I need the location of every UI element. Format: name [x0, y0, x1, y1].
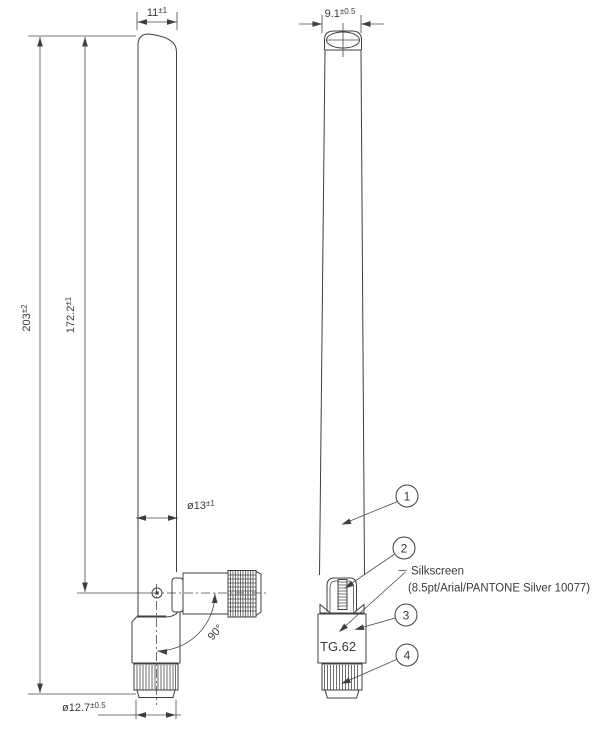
arrowhead	[82, 582, 88, 592]
callout-4-leader	[343, 659, 397, 683]
callout-1: 1	[340, 484, 419, 528]
arrowhead	[166, 712, 176, 718]
sma-connector-side	[171, 570, 262, 618]
elbow-block	[131, 606, 181, 664]
extension-lines	[28, 35, 150, 695]
dim-connector-diameter-text: ø12.7±0.5	[62, 701, 106, 714]
callout-4-number: 4	[404, 649, 411, 663]
bottom-cap	[136, 689, 176, 698]
arrowhead	[157, 648, 168, 655]
hinge-chamfer-right	[352, 603, 365, 614]
tube-front-edges	[319, 49, 365, 576]
silkscreen-leader	[341, 571, 406, 630]
hinge-slot	[319, 577, 365, 614]
base-front: TG.62	[317, 613, 367, 664]
callout-1-number: 1	[404, 490, 411, 504]
arrowhead	[37, 683, 43, 693]
dim-connector-diameter: ø12.7±0.5	[62, 700, 181, 719]
callout-3-leader	[357, 617, 396, 630]
callout-2-number: 2	[401, 542, 408, 556]
connector-end-cap	[255, 570, 262, 617]
dim-overall-length: 203±2	[20, 37, 43, 693]
arrowhead	[312, 21, 322, 27]
callout-2-circle	[392, 536, 416, 560]
arrowhead	[361, 21, 371, 27]
dim-radome-length: 172.2±1	[64, 37, 88, 592]
connector-knurl-hatch-h	[228, 574, 256, 612]
arrowhead	[37, 37, 43, 47]
radome-outline	[137, 33, 177, 616]
callout-3: 3	[353, 603, 418, 633]
callout-2: 2	[342, 536, 416, 591]
arrowhead	[167, 19, 177, 25]
tip-dome	[324, 23, 362, 57]
dim-tip-depth: 9.1±0.5	[299, 7, 384, 33]
base-body	[317, 613, 367, 664]
bottom-connector	[133, 663, 179, 698]
callout-4-circle	[395, 643, 419, 667]
arrowhead	[82, 37, 88, 47]
arrowhead	[137, 19, 147, 25]
arrowhead	[340, 518, 352, 528]
silkscreen-spec: (8.5pt/Arial/PANTONE Silver 10077)	[408, 583, 590, 595]
dim-radome-length-text: 172.2±1	[64, 296, 77, 333]
dim-tip-width-text: 11±1	[147, 6, 168, 19]
fold-angle-arc	[156, 592, 216, 652]
silkscreen-label: Silkscreen	[411, 566, 464, 578]
dim-tip-depth-text: 9.1±0.5	[325, 7, 356, 20]
knurl-front-hatch	[324, 665, 358, 690]
dim-radome-diameter: ø13±1	[136, 499, 215, 521]
contact-strip	[337, 579, 348, 610]
callout-1-leader	[343, 501, 398, 524]
callout-1-circle	[395, 484, 419, 508]
dim-tip-width: 11±1	[136, 6, 178, 30]
bottom-knurl	[133, 663, 179, 691]
hinge-chamfer-left	[319, 603, 332, 614]
callout-2-leader	[346, 554, 395, 587]
hinge-slot-outer	[326, 577, 357, 612]
bottom-connector-front	[321, 663, 363, 699]
dim-fold-angle-text: 90°	[206, 622, 226, 642]
callout-3-circle	[394, 603, 418, 627]
contact-strip-hatch	[338, 581, 347, 607]
connector-knurl-hatch	[230, 571, 254, 617]
cap-front	[324, 689, 360, 699]
dim-overall-length-text: 203±2	[20, 304, 33, 332]
silkscreen-marking: TG.62	[320, 639, 356, 654]
dim-radome-diameter-text: ø13±1	[187, 499, 215, 512]
arrowhead	[136, 712, 146, 718]
connector-knurl	[227, 570, 257, 618]
front-view: 9.1±0.5 TG.62	[299, 7, 590, 699]
connector-body	[182, 572, 229, 615]
callout-3-number: 3	[403, 609, 410, 623]
silkscreen-note: Silkscreen (8.5pt/Arial/PANTONE Silver 1…	[337, 566, 590, 635]
callout-4: 4	[339, 643, 419, 687]
bottom-knurl-hatch	[136, 665, 176, 690]
connector-neck	[171, 577, 184, 613]
side-view: 203±2 172.2±1 11±1 ø13±1	[20, 6, 269, 719]
